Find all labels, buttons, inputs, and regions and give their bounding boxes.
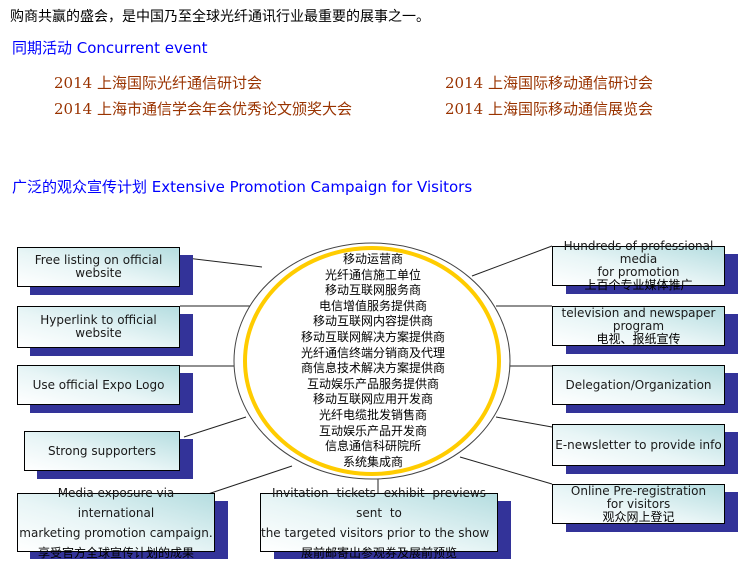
benefit-box: Use official Expo Logo xyxy=(17,365,180,405)
audience-item: 光纤电缆批发销售商 xyxy=(318,407,427,422)
promotion-heading: 广泛的观众宣传计划 Extensive Promotion Campaign f… xyxy=(12,178,473,196)
benefit-box: Strong supporters xyxy=(24,431,180,471)
media-exposure-box: Media exposure via international marketi… xyxy=(17,486,215,560)
audience-ellipse-outer xyxy=(233,242,511,480)
intro-text: 购商共赢的盛会，是中国乃至全球光纤通讯行业最重要的展事之一。 xyxy=(10,9,430,25)
audience-item: 信息通信科研院所 xyxy=(324,439,421,454)
benefit-label: E-newsletter to provide info xyxy=(555,437,722,452)
audience-item: 系统集成商 xyxy=(342,454,403,469)
audience-item: 移动互联网内容提供商 xyxy=(312,314,433,329)
benefit-box: Hundreds of professional media for promo… xyxy=(552,240,725,292)
benefit-label: Hyperlink to official website xyxy=(40,313,157,340)
benefit-label: program xyxy=(612,318,665,333)
benefit-label: Media exposure via international xyxy=(57,485,175,520)
benefit-label: television and newspaper xyxy=(561,305,716,320)
benefit-label: Hundreds of professional media xyxy=(563,239,714,266)
event-item: 2014 上海国际移动通信展览会 xyxy=(445,100,653,118)
audience-item: 互动娱乐产品开发商 xyxy=(318,423,427,438)
benefit-label: Use official Expo Logo xyxy=(32,377,165,392)
benefit-label: marketing promotion campaign. xyxy=(19,525,213,540)
concurrent-event-heading: 同期活动 Concurrent event xyxy=(12,39,208,57)
audience-item: 电信增值服务提供商 xyxy=(318,298,427,313)
benefit-label: Delegation/Organization xyxy=(565,377,712,392)
benefit-label: the targeted visitors prior to the show xyxy=(261,525,490,540)
benefit-box: E-newsletter to provide info xyxy=(552,424,725,466)
benefit-box: Delegation/Organization xyxy=(552,365,725,405)
benefit-box: Hyperlink to official website xyxy=(17,306,180,348)
audience-ellipse-ring xyxy=(243,246,501,476)
benefit-label-zh: 上百个专业媒体推广 xyxy=(584,278,693,292)
audience-item: 移动互联网服务商 xyxy=(324,283,421,298)
event-item: 2014 上海国际光纤通信研讨会 xyxy=(54,74,262,92)
benefit-label: Free listing on official website xyxy=(34,253,163,280)
audience-item: 光纤通信终端分销商及代理 xyxy=(300,345,445,360)
benefit-label-zh: 享受官方全球宣传计划的成果 xyxy=(37,545,194,560)
benefit-label: Invitation tickets exhibit previews sent… xyxy=(272,485,486,520)
benefit-label-zh: 电视、报纸宣传 xyxy=(596,331,681,346)
invitation-box: Invitation tickets exhibit previews sent… xyxy=(260,486,498,560)
benefit-label: for visitors xyxy=(606,496,671,511)
benefit-label: Online Pre-registration xyxy=(570,483,707,498)
benefit-box: Online Pre-registration for visitors 观众网… xyxy=(552,484,725,524)
audience-categories: 移动运营商 光纤通信施工单位 移动互联网服务商 电信增值服务提供商 移动互联网内… xyxy=(290,252,456,470)
audience-item: 光纤通信施工单位 xyxy=(324,267,421,282)
audience-item: 互动娱乐产品服务提供商 xyxy=(306,376,439,391)
benefit-label: Strong supporters xyxy=(47,443,156,458)
benefit-label: for promotion xyxy=(597,265,680,279)
audience-item: 移动互联网应用开发商 xyxy=(312,392,433,407)
audience-item: 移动互联网解决方案提供商 xyxy=(300,329,445,344)
audience-item: 商信息技术解决方案提供商 xyxy=(300,361,445,376)
benefit-box: television and newspaper program 电视、报纸宣传 xyxy=(552,306,725,346)
benefit-label-zh: 观众网上登记 xyxy=(602,509,675,524)
audience-item: 移动运营商 xyxy=(342,252,403,266)
event-item: 2014 上海国际移动通信研讨会 xyxy=(445,74,653,92)
event-item: 2014 上海市通信学会年会优秀论文颁奖大会 xyxy=(54,100,352,118)
benefit-box: Free listing on official website xyxy=(17,247,180,287)
benefit-label-zh: 展前邮寄出参观券及展前预览 xyxy=(300,545,457,560)
